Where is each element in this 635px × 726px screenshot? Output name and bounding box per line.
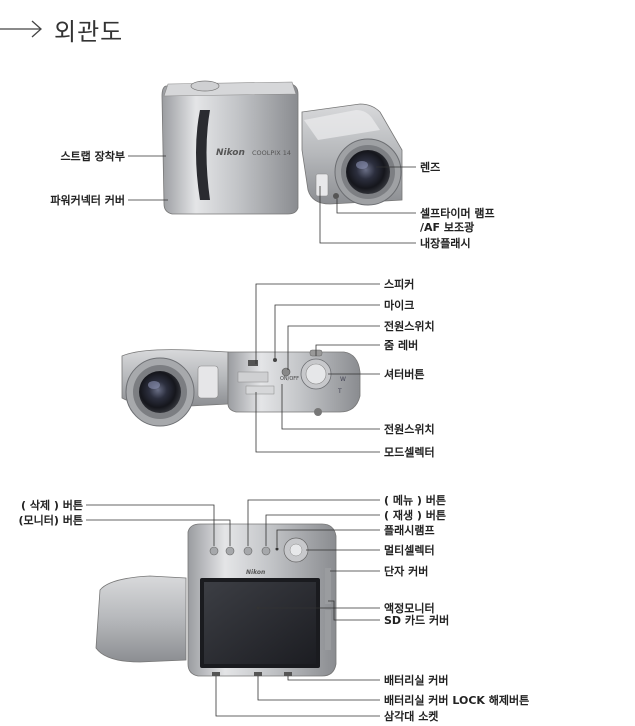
label-battery-cover: 배터리실 커버 xyxy=(384,674,449,687)
label-terminal-cover: 단자 커버 xyxy=(384,565,429,578)
label-lcd-monitor: 액정모니터 xyxy=(384,602,435,615)
label-shutter: 셔터버튼 xyxy=(384,368,425,381)
label-multi-selector: 멀티셀렉터 xyxy=(384,544,435,557)
label-power-connector: 파워커넥터 커버 xyxy=(50,194,125,207)
label-power-switch-bottom: 전원스위치 xyxy=(384,423,435,436)
label-lens: 렌즈 xyxy=(420,161,441,174)
label-sd-cover: SD 카드 커버 xyxy=(384,614,450,627)
label-self-timer: 셀프타이머 램프 xyxy=(420,207,495,220)
label-menu-button: ( 메뉴 ) 버튼 xyxy=(384,494,447,507)
svg-text:COOLPIX 14: COOLPIX 14 xyxy=(252,149,291,157)
arrow-right-icon xyxy=(0,20,42,38)
page-title: 외관도 xyxy=(54,17,124,46)
label-power-switch-top: 전원스위치 xyxy=(384,320,435,333)
label-strap: 스트랩 장착부 xyxy=(60,150,125,163)
brand-logo: Nikon xyxy=(246,569,265,576)
label-af-assist: /AF 보조광 xyxy=(420,221,475,234)
camera-top-view: ON/OFF W T xyxy=(121,349,361,427)
label-monitor-button: (모니터) 버튼 xyxy=(18,514,83,527)
label-delete-button: ( 삭제 ) 버튼 xyxy=(20,499,83,512)
camera-front-view: Nikon COOLPIX 14 xyxy=(161,80,403,215)
label-tripod-socket: 삼각대 소켓 xyxy=(384,710,439,723)
section-title: 외관도 xyxy=(0,14,124,46)
label-mic: 마이크 xyxy=(384,299,415,312)
svg-text:Nikon: Nikon xyxy=(216,148,245,158)
svg-text:T: T xyxy=(337,388,342,395)
leader-lines xyxy=(86,155,416,717)
onoff-label: ON/OFF xyxy=(280,376,299,382)
label-play-button: ( 재생 ) 버튼 xyxy=(384,509,447,522)
camera-back-view: Nikon xyxy=(95,523,337,677)
label-speaker: 스피커 xyxy=(384,278,415,291)
svg-text:W: W xyxy=(340,376,346,383)
label-zoom: 줌 레버 xyxy=(384,339,419,352)
leader-dots xyxy=(256,606,260,610)
label-battery-lock: 배터리실 커버 LOCK 해제버튼 xyxy=(384,694,530,707)
label-flash-lamp: 플래시램프 xyxy=(384,524,435,537)
label-flash: 내장플래시 xyxy=(420,237,471,250)
label-mode-selector: 모드셀렉터 xyxy=(384,446,435,459)
